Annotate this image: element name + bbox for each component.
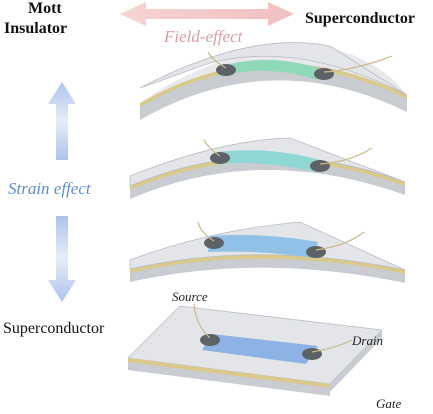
channel-flat [208, 234, 318, 258]
channel-bottom [202, 334, 318, 364]
source-electrode-icon [200, 334, 220, 346]
strain-effect-label: Strain effect [8, 179, 91, 198]
bent-substrate-slight [129, 221, 406, 283]
source-electrode-icon [204, 237, 224, 249]
channel-bent [220, 59, 325, 80]
source-electrode-icon [210, 152, 230, 164]
mott-label-line2: Insulator [4, 20, 68, 37]
mott-label-line1: Mott [28, 0, 62, 17]
drain-electrode-icon [310, 160, 330, 172]
bent-substrate-strong [139, 42, 408, 120]
drain-electrode-icon [314, 68, 334, 80]
gate-label: Gate [376, 396, 402, 411]
superconductor-top-label: Superconductor [305, 10, 415, 27]
bent-substrate-mild [129, 137, 406, 199]
drain-electrode-icon [306, 246, 326, 258]
field-effect-arrow-icon [120, 2, 294, 26]
drain-label: Drain [352, 333, 384, 348]
strain-effect-arrow-icon [48, 82, 76, 302]
field-effect-label: Field-effect [164, 27, 243, 46]
source-electrode-icon [216, 64, 236, 76]
channel-mid [214, 150, 320, 172]
superconductor-bottom-label: Superconductor [3, 320, 105, 337]
drain-electrode-icon [302, 348, 322, 360]
source-label: Source [172, 289, 208, 304]
flat-substrate [127, 303, 383, 396]
